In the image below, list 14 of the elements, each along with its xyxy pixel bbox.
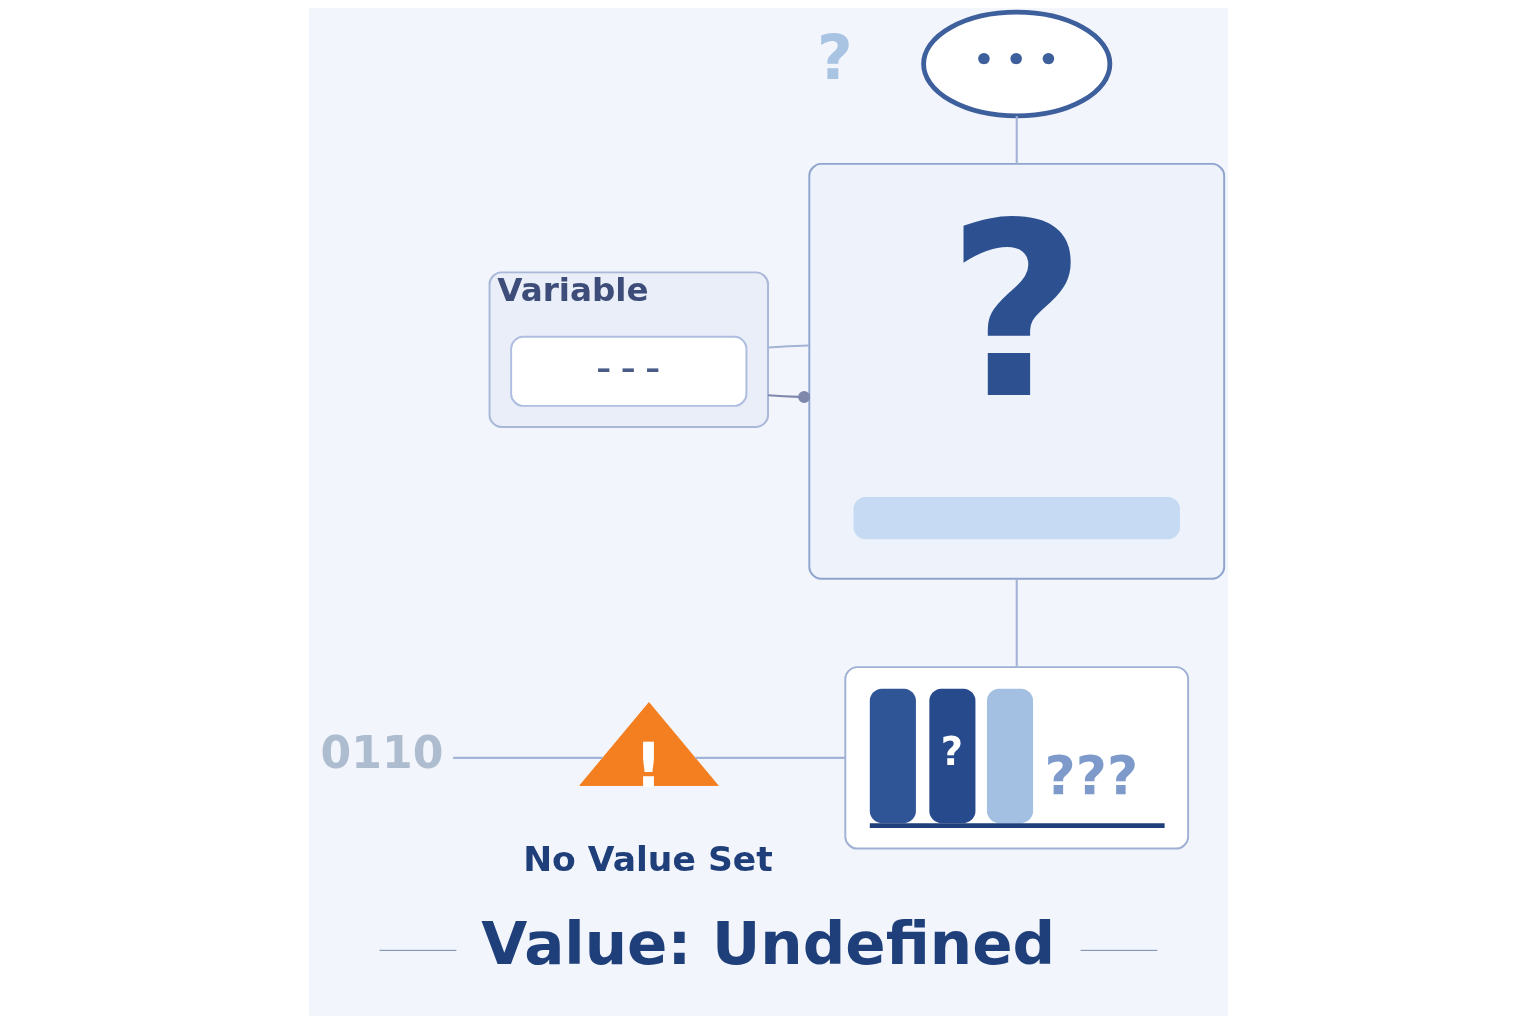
- node-text: 0110: [320, 726, 443, 778]
- connector: [1015, 116, 1018, 164]
- connector: [767, 390, 810, 404]
- node-box: ? ???: [843, 666, 1189, 850]
- node-box: ?: [807, 162, 1225, 580]
- connector: [1015, 578, 1018, 667]
- label: ?: [816, 21, 853, 93]
- node-box: – – –: [509, 335, 747, 407]
- connector: [694, 756, 845, 759]
- connector: [452, 756, 603, 759]
- node-ellipse: • • •: [920, 9, 1112, 119]
- connector: [767, 344, 809, 349]
- node-label: No Value Set: [522, 838, 773, 879]
- diagram-title: Value: Undefined: [480, 909, 1055, 979]
